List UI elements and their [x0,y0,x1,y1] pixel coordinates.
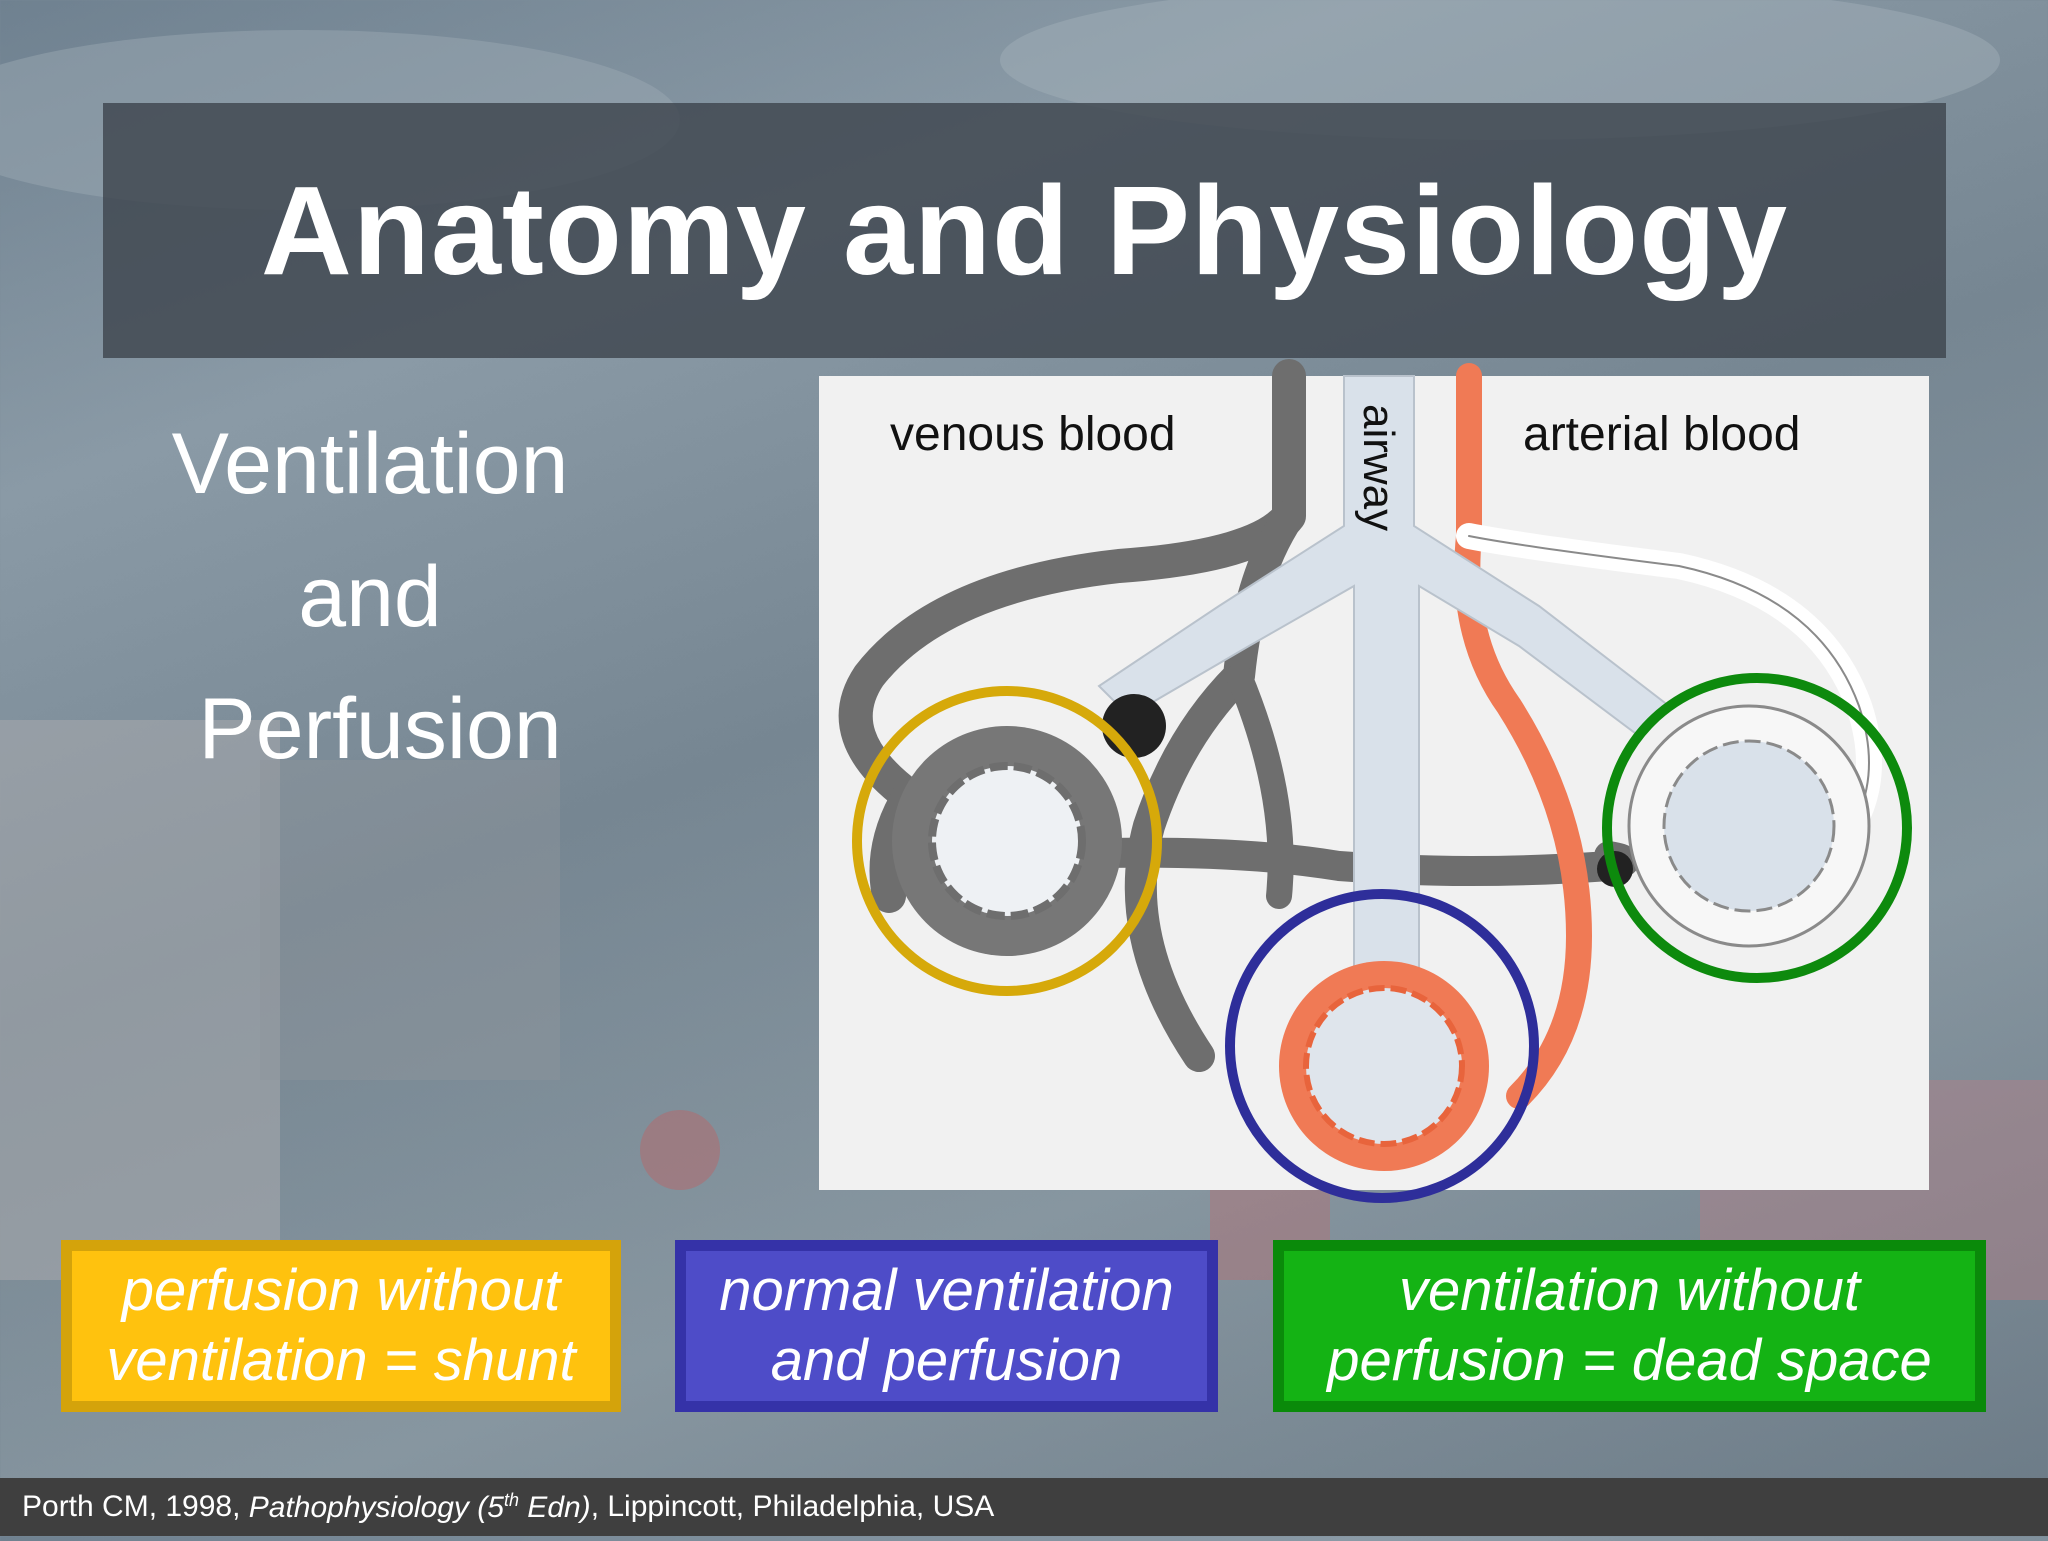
shunt-ring [852,686,1162,996]
normal-box: normal ventilation and perfusion [675,1240,1218,1412]
venous-inner [1226,663,1294,909]
normal-ring [1225,889,1539,1203]
alveolus-deadspace-inner [1662,739,1836,913]
side-line-ventilation: Ventilation [171,416,569,512]
blockage-dot-left [1102,694,1166,758]
normal-line-1: normal ventilation [719,1258,1174,1323]
title-bar: Anatomy and Physiology [103,103,1946,358]
ventilation-perfusion-diagram: venous blood arterial blood airway [819,359,1929,1203]
slide-title: Anatomy and Physiology [260,160,1789,301]
side-line-perfusion: Perfusion [198,681,562,777]
citation-prefix: Porth CM, 1998, [22,1490,249,1523]
shunt-line-1: perfusion without [121,1258,561,1323]
venous-blood-label: venous blood [890,408,1176,461]
airway-label: airway [1354,404,1403,531]
deadspace-line-2: perfusion = dead space [1327,1328,1932,1393]
alveolus-shunt-inner [928,762,1086,920]
alveolus-normal-inner [1303,985,1465,1147]
citation-sup: th [503,1489,519,1510]
deadspace-line-1: ventilation without [1398,1258,1861,1323]
shunt-box: perfusion without ventilation = shunt [61,1240,621,1412]
deadspace-box: ventilation without perfusion = dead spa… [1273,1240,1986,1412]
deadspace-ring [1602,673,1912,983]
venous-trunk [838,359,1306,813]
normal-line-2: and perfusion [770,1328,1123,1393]
citation-footer: Porth CM, 1998, Pathophysiology (5th Edn… [0,1478,2048,1536]
citation-suffix: , Lippincott, Philadelphia, USA [590,1490,995,1523]
arterial-blood-label: arterial blood [1523,408,1801,461]
citation-book: Pathophysiology (5th Edn) [248,1489,591,1524]
arterial-trunk [1454,363,1592,1109]
side-line-and: and [298,549,442,645]
shunt-line-2: ventilation = shunt [106,1328,576,1393]
arterial-top-right-outline [1468,535,1870,857]
diagram-svg: venous blood arterial blood airway [838,359,1912,1203]
